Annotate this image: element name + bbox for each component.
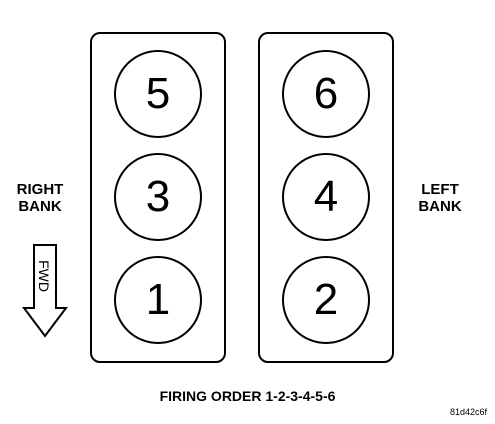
right-bank-label: RIGHT BANK: [10, 181, 70, 215]
cylinder-number: 5: [145, 69, 171, 118]
left-bank-label: LEFT BANK: [410, 181, 470, 215]
fwd-label: FWD: [36, 260, 52, 292]
cylinder-number: 2: [313, 275, 339, 324]
cylinder-right-middle: 3: [114, 153, 202, 241]
cylinder-right-bottom: 1: [114, 256, 202, 344]
cylinder-number: 3: [145, 172, 171, 221]
cylinder-left-bottom: 2: [282, 256, 370, 344]
left-bank-label-line1: LEFT: [421, 181, 459, 198]
left-bank-box: 6 4 2: [258, 32, 394, 363]
firing-order-caption: FIRING ORDER 1-2-3-4-5-6: [159, 388, 336, 404]
cylinder-number: 1: [145, 275, 171, 324]
cylinder-right-top: 5: [114, 50, 202, 138]
cylinder-left-middle: 4: [282, 153, 370, 241]
figure-id: 81d42c6f: [449, 407, 487, 417]
cylinder-left-top: 6: [282, 50, 370, 138]
left-bank-label-line2: BANK: [418, 198, 462, 215]
right-bank-box: 5 3 1: [90, 32, 226, 363]
cylinder-number: 6: [313, 69, 339, 118]
cylinder-number: 4: [313, 172, 339, 221]
right-bank-label-line1: RIGHT: [16, 181, 64, 198]
right-bank-label-line2: BANK: [18, 198, 62, 215]
fwd-arrow-shape: [22, 244, 68, 338]
fwd-arrow-icon: FWD: [22, 244, 68, 338]
